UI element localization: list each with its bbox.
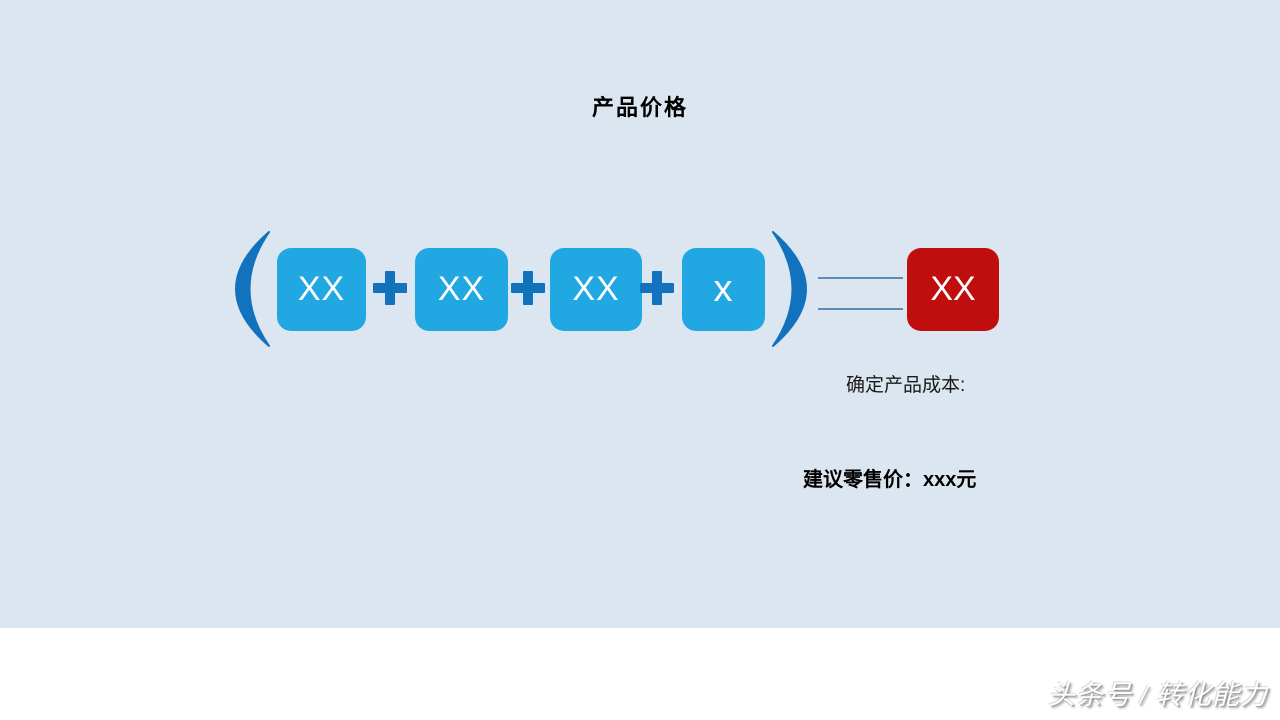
formula-term-label: x [713, 268, 734, 310]
formula-term-box-4: x [682, 248, 765, 331]
formula-result-label: XX [930, 270, 976, 308]
equals-connector-line-bottom [818, 308, 903, 310]
formula-term-label: XX [572, 270, 620, 308]
retail-price-label: 建议零售价：xxx元 [803, 469, 977, 491]
watermark: 头条号 / 转化能力 [1047, 680, 1268, 710]
formula-term-box-2: XX [415, 248, 508, 331]
page-title: 产品价格 [591, 95, 688, 120]
formula-result-box: XX [907, 248, 999, 331]
formula-term-box-3: XX [550, 248, 642, 331]
left-parenthesis-shape [235, 231, 270, 347]
formula-term-label: XX [437, 270, 486, 308]
cost-label: 确定产品成本: [846, 375, 966, 396]
plus-icon [640, 271, 674, 305]
right-parenthesis-shape [772, 231, 807, 347]
plus-icon [511, 271, 545, 305]
formula-term-box-1: XX [277, 248, 366, 331]
plus-icon [373, 271, 407, 305]
formula-term-label: XX [297, 270, 346, 308]
equals-connector-line-top [818, 277, 903, 279]
